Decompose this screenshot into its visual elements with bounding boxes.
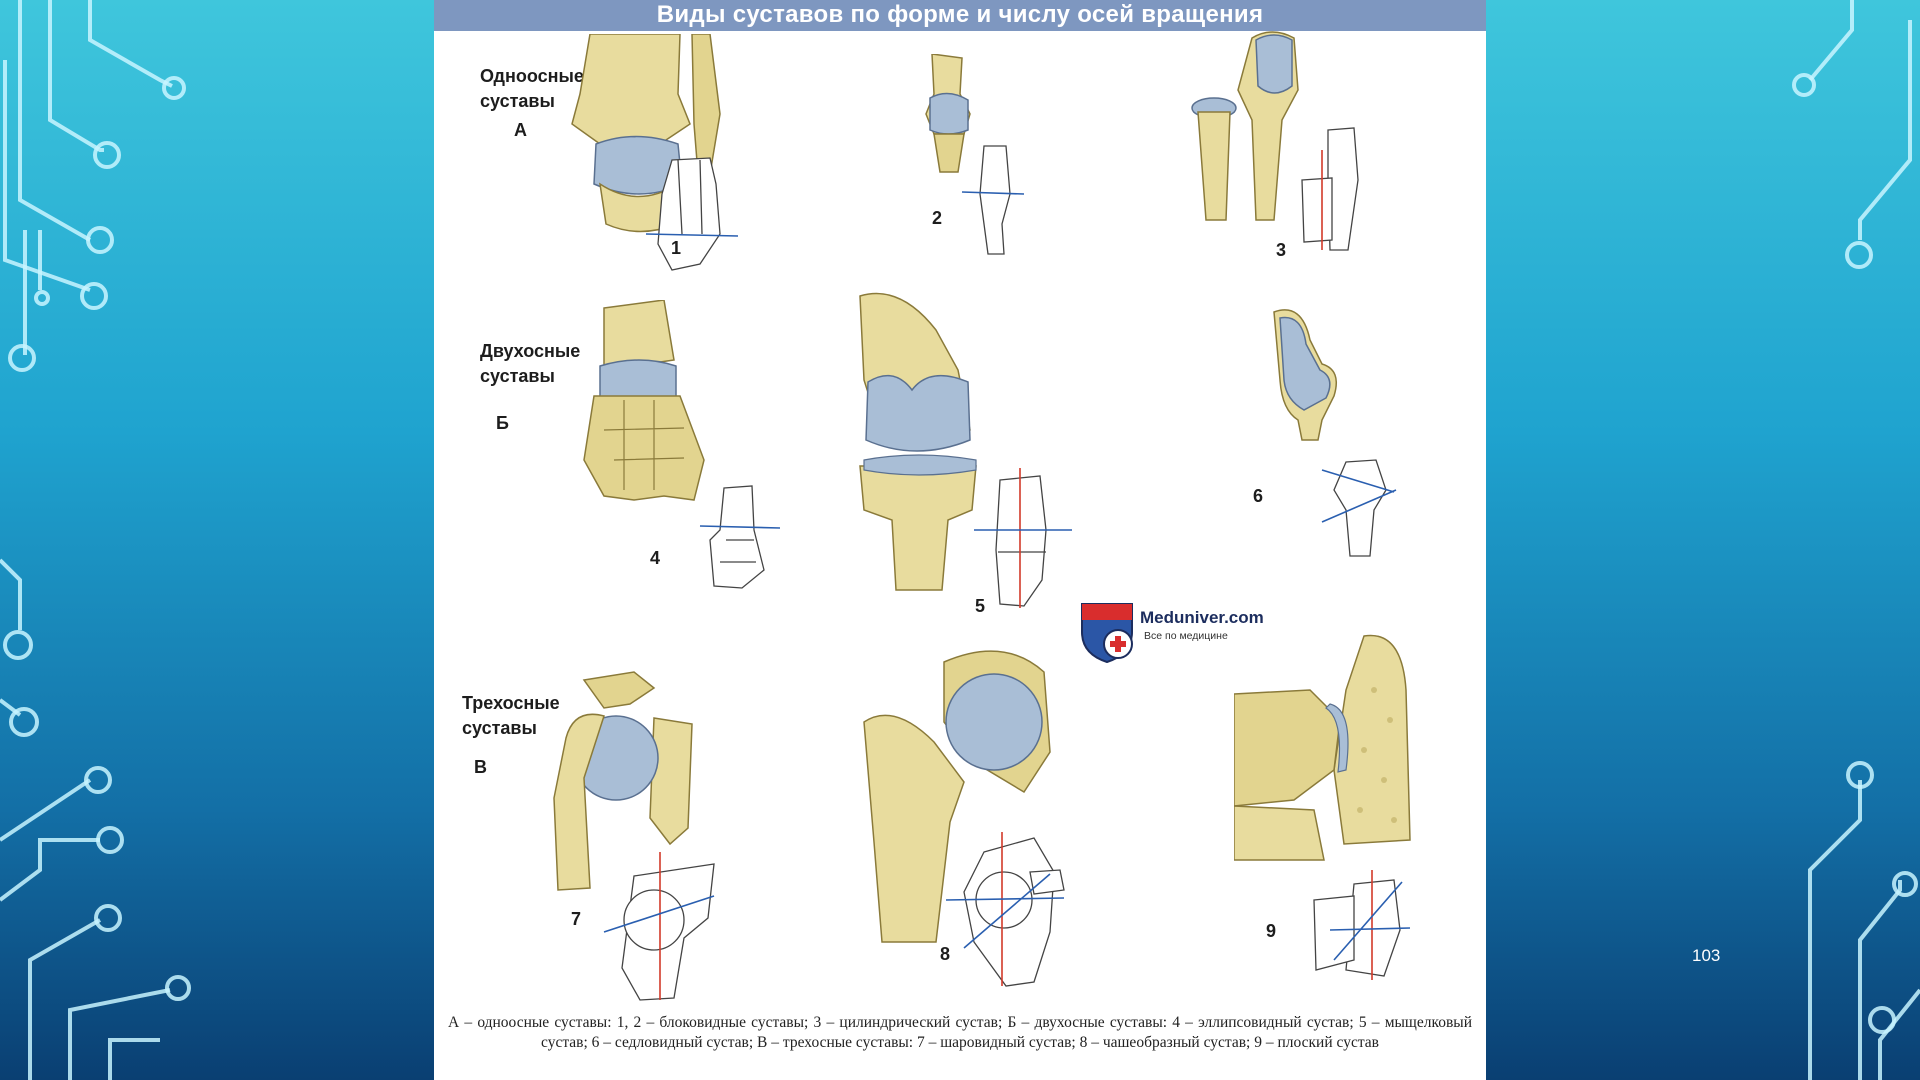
figure-1-ankle-joint <box>571 34 739 271</box>
group-label-triaxial: Трехосные суставы В <box>462 691 560 780</box>
figure-number-6: 6 <box>1253 486 1264 506</box>
figure-caption: А – одноосные суставы: 1, 2 – блоковидны… <box>448 1014 1472 1051</box>
group-label-biaxial-line2: суставы <box>480 366 555 386</box>
group-label-triaxial-line2: суставы <box>462 718 537 738</box>
group-label-uniaxial-line2: суставы <box>480 91 555 111</box>
figure-5-knee-joint <box>859 292 1072 608</box>
figure-number-2: 2 <box>932 208 943 228</box>
watermark-tagline: Все по медицине <box>1144 630 1228 642</box>
circuit-decoration-right <box>1792 0 1920 1080</box>
group-label-uniaxial-line1: Одноосные <box>480 66 584 86</box>
group-letter-a: А <box>514 120 527 140</box>
figure-number-9: 9 <box>1266 921 1277 941</box>
slide-title: Виды суставов по форме и числу осей вращ… <box>434 0 1486 31</box>
meduniver-watermark: Meduniver.com Все по медицине <box>1076 598 1296 668</box>
figure-3-radioulnar-joint <box>1191 31 1359 251</box>
figure-number-3: 3 <box>1276 240 1287 260</box>
figure-4-wrist-joint <box>583 300 781 589</box>
watermark-name: Meduniver.com <box>1140 608 1264 627</box>
figure-number-7: 7 <box>571 909 582 929</box>
figure-number-8: 8 <box>940 944 951 964</box>
figure-number-4: 4 <box>650 548 661 568</box>
figure-number-5: 5 <box>975 596 986 616</box>
figure-2-interphalangeal-joint <box>925 54 1024 255</box>
group-label-uniaxial: Одноосные суставы А <box>480 64 584 143</box>
meduniver-logo-icon <box>1081 603 1133 664</box>
group-label-triaxial-line1: Трехосные <box>462 693 560 713</box>
circuit-decoration-left <box>0 0 191 1080</box>
figure-number-1: 1 <box>671 238 682 258</box>
group-label-biaxial-line1: Двухосные <box>480 341 581 361</box>
figure-6-saddle-joint <box>1273 309 1397 557</box>
figure-7-shoulder-joint <box>553 671 715 1001</box>
slide-page-number: 103 <box>1692 946 1721 965</box>
group-letter-b: Б <box>496 413 509 433</box>
figure-8-hip-joint <box>863 650 1065 987</box>
figure-9-plane-joint <box>1234 634 1411 980</box>
group-letter-v: В <box>474 757 487 777</box>
group-label-biaxial: Двухосные суставы Б <box>480 339 580 436</box>
figure-panel: Виды суставов по форме и числу осей вращ… <box>434 0 1486 1080</box>
